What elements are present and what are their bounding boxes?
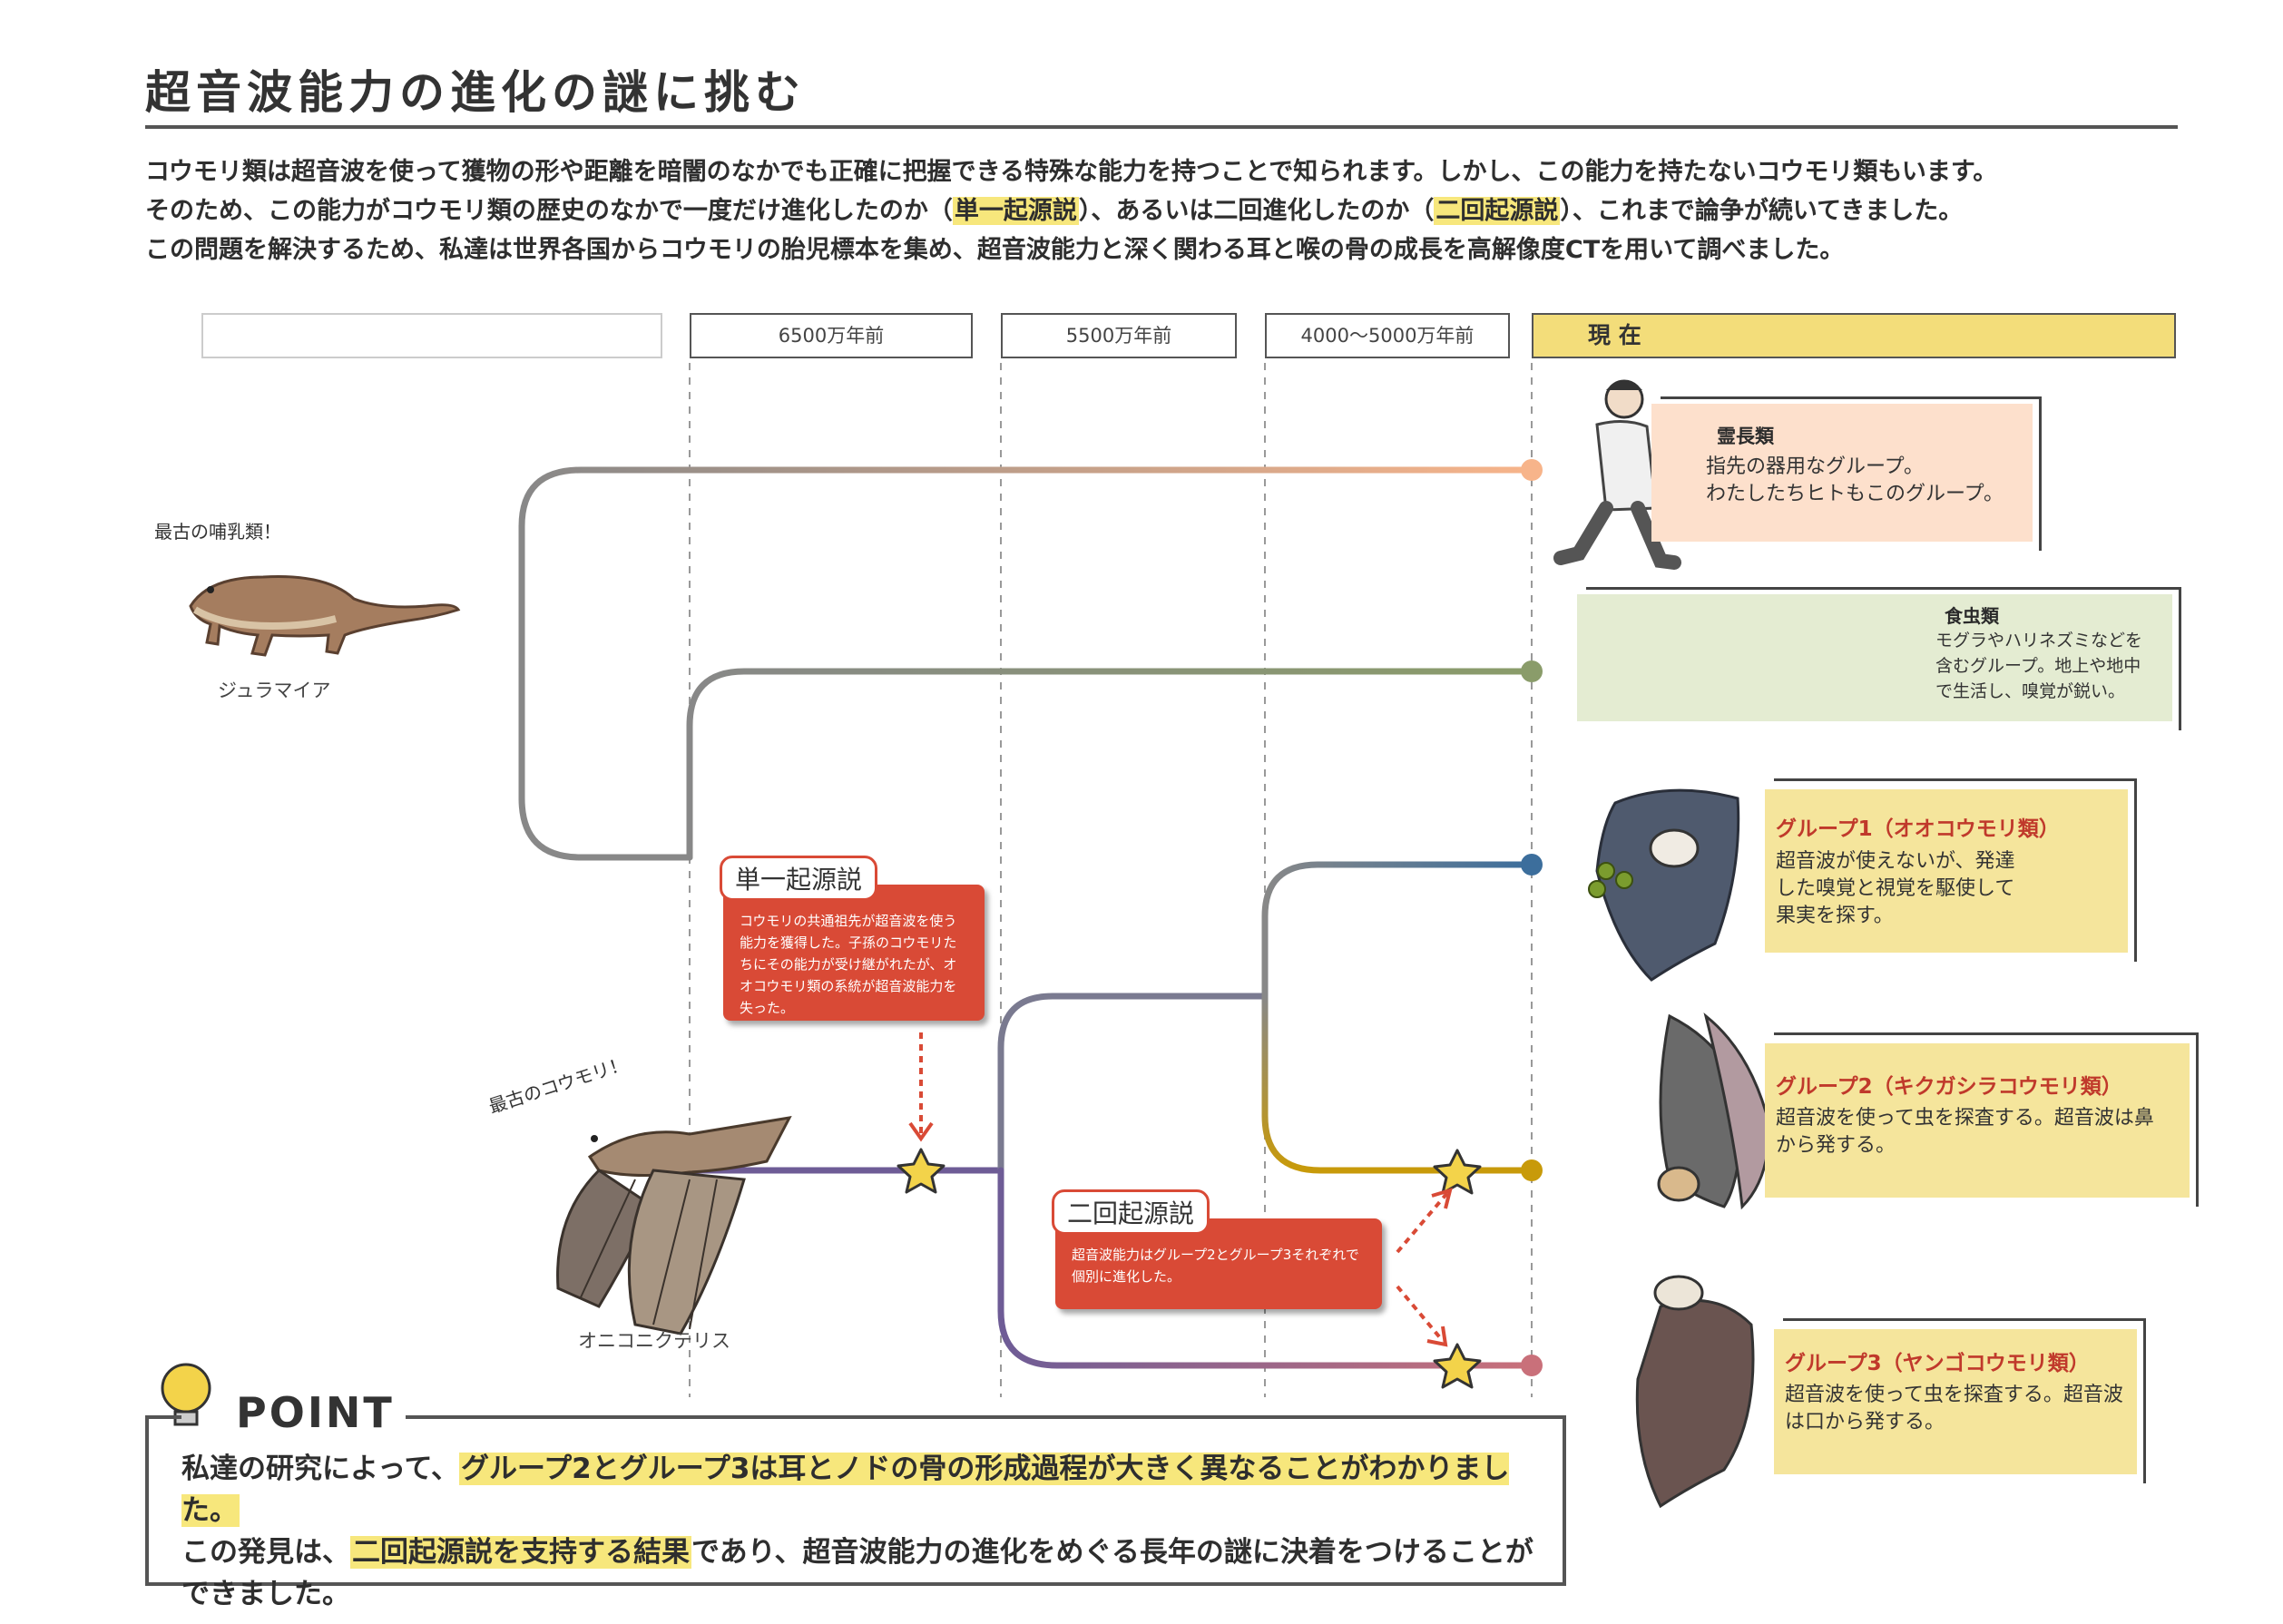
- point-line-1a: 私達の研究によって、: [181, 1453, 459, 1485]
- branch-lower: [518, 666, 693, 861]
- branch-insectivores: [686, 668, 1535, 861]
- card-primates: 霊長類 指先の器用なグループ。わたしたちヒトもこのグループ。: [1651, 396, 2042, 551]
- branch-g1: [1261, 861, 1535, 1000]
- primates-text-1: 指先の器用なグループ。: [1706, 455, 1925, 478]
- timeline-40-50mya: 4000～5000万年前: [1265, 313, 1510, 358]
- insectivores-text: モグラやハリネズミなどを含むグループ。地上や地中で生活し、嗅覚が鋭い。: [1935, 628, 2142, 704]
- single-origin-body: コウモリの共通祖先が超音波を使う能力を獲得した。子孫のコウモリたちにその能力が受…: [740, 913, 957, 1016]
- card-group3: グループ3（ヤンゴコウモリ類） 超音波を使って虫を探査する。超音波は口から発する…: [1774, 1318, 2146, 1483]
- intro-line-2: そのため、この能力がコウモリ類の歴史のなかで一度だけ進化したのか（単一起源説）、…: [145, 191, 2196, 230]
- branch-primates: [518, 466, 1535, 673]
- point-line-2: この発見は、二回起源説を支持する結果であり、超音波能力の進化をめぐる長年の謎に決…: [181, 1531, 1552, 1573]
- lightbulb-icon: [161, 1363, 211, 1426]
- g2-text-1: 超音波を使って虫を探査する。超音波は鼻: [1776, 1107, 2154, 1130]
- g1-title: グループ1（オオコウモリ類）: [1776, 817, 2060, 841]
- endpoint-g2: [1521, 1159, 1543, 1181]
- point-text: 私達の研究によって、グループ2とグループ3は耳とノドの骨の形成過程が大きく異なる…: [181, 1448, 1552, 1615]
- juramaia-label: ジュラマイア: [218, 680, 331, 701]
- primates-text-2: わたしたちヒトもこのグループ。: [1706, 483, 2004, 505]
- star-icon: [1433, 1149, 1482, 1195]
- branch-g2: [1261, 993, 1535, 1174]
- point-line-2b: であり、超音波能力の進化をめぐる長年の謎に決着をつけることが: [691, 1536, 1533, 1569]
- star-icon: [897, 1148, 946, 1194]
- point-line-2a: この発見は、: [181, 1536, 350, 1569]
- star-icon: [1433, 1343, 1482, 1389]
- g1-text-2: した嗅覚と視覚を駆使して: [1776, 877, 2015, 900]
- card-group2: グループ2（キクガシラコウモリ類） 超音波を使って虫を探査する。超音波は鼻から発…: [1765, 1032, 2199, 1207]
- intro-text: コウモリ類は超音波を使って獲物の形や距離を暗闇のなかでも正確に把握できる特殊な能…: [145, 152, 2196, 269]
- primates-text: 指先の器用なグループ。わたしたちヒトもこのグループ。: [1706, 454, 2004, 508]
- card-group1: グループ1（オオコウモリ類） 超音波が使えないが、発達した嗅覚と視覚を駆使して果…: [1765, 778, 2137, 962]
- human-illustration: [1553, 379, 1681, 570]
- point-line-3: できました。: [181, 1578, 350, 1610]
- g1-text-3: 果実を探す。: [1776, 905, 1894, 927]
- g1-text-1: 超音波が使えないが、発達: [1776, 850, 2015, 873]
- card-insectivores: 食虫類 モグラやハリネズミなどを含むグループ。地上や地中で生活し、嗅覚が鋭い。: [1577, 587, 2181, 730]
- intro-line-1: コウモリ類は超音波を使って獲物の形や距離を暗闇のなかでも正確に把握できる特殊な能…: [145, 158, 1998, 186]
- g1-text: 超音波が使えないが、発達した嗅覚と視覚を駆使して果実を探す。: [1776, 848, 2015, 930]
- g3-bat-illustration: [1635, 1275, 1755, 1509]
- g3-text-1: 超音波を使って虫を探査する。超音波: [1785, 1384, 2123, 1406]
- insectivores-text-1: モグラやハリネズミなどを: [1935, 631, 2143, 651]
- callout-double-origin: 二回起源説 超音波能力はグループ2とグループ3それぞれで個別に進化した。: [1052, 1189, 1382, 1309]
- double-origin-body: 超音波能力はグループ2とグループ3それぞれで個別に進化した。: [1072, 1247, 1359, 1285]
- onychonycteris-illustration: [556, 1116, 792, 1335]
- point-rule-left: [145, 1415, 181, 1419]
- title-rule: [145, 125, 2178, 129]
- endpoint-g1: [1521, 854, 1543, 876]
- page-title: 超音波能力の進化の謎に挑む: [145, 66, 806, 119]
- insectivores-text-3: で生活し、嗅覚が鋭い。: [1935, 681, 2126, 701]
- branch-g3: [997, 1167, 1535, 1369]
- g3-text-2: は口から発する。: [1785, 1411, 1945, 1433]
- insectivores-title: 食虫類: [1945, 605, 1999, 627]
- single-origin-tag: 単一起源説: [720, 856, 878, 901]
- juramaia-illustration: [189, 575, 461, 657]
- g3-title: グループ3（ヤンゴコウモリ類）: [1785, 1352, 2090, 1375]
- arrow-double-down: [1396, 1285, 1445, 1343]
- timeline-blank: [201, 313, 662, 358]
- insectivores-text-2: 含むグループ。地上や地中: [1935, 656, 2141, 676]
- g2-text-2: から発する。: [1776, 1134, 1896, 1157]
- branch-g1-g2-stem: [997, 993, 1269, 1174]
- g2-text: 超音波を使って虫を探査する。超音波は鼻から発する。: [1776, 1105, 2154, 1159]
- primates-title: 霊長類: [1717, 426, 1774, 447]
- onychonycteris-label: オニコニクテリス: [578, 1330, 730, 1352]
- intro-line-2c: ）、これまで論争が続いてきました。: [1560, 197, 1964, 225]
- point-box: [145, 1417, 1566, 1586]
- endpoint-g3: [1521, 1355, 1543, 1376]
- timeline-65mya: 6500万年前: [690, 313, 973, 358]
- g1-bat-illustration: [1588, 788, 1740, 982]
- timeline-55mya: 5500万年前: [1001, 313, 1237, 358]
- g2-bat-illustration: [1657, 1013, 1771, 1210]
- highlight-single-origin: 単一起源説: [952, 197, 1079, 225]
- point-line-1: 私達の研究によって、グループ2とグループ3は耳とノドの骨の形成過程が大きく異なる…: [181, 1448, 1552, 1531]
- callout-single-origin: 単一起源説 コウモリの共通祖先が超音波を使う能力を獲得した。子孫のコウモリたちに…: [720, 856, 985, 1021]
- endpoint-insectivores: [1521, 660, 1543, 682]
- g2-title: グループ2（キクガシラコウモリ類）: [1776, 1075, 2122, 1099]
- mammal-note: 最古の哺乳類！: [154, 521, 281, 543]
- intro-line-2b: ）、あるいは二回進化したのか（: [1078, 197, 1435, 225]
- timeline-present: 現 在: [1532, 313, 2176, 358]
- endpoint-primates: [1521, 459, 1543, 481]
- double-origin-tag: 二回起源説: [1052, 1189, 1210, 1235]
- highlight-double-origin: 二回起源説: [1434, 197, 1561, 225]
- point-rule: [399, 1415, 1566, 1419]
- point-label: POINT: [225, 1388, 406, 1437]
- arrow-double-up: [1396, 1191, 1449, 1254]
- point-highlight-2: 二回起源説を支持する結果: [350, 1536, 691, 1569]
- intro-line-3: この問題を解決するため、私達は世界各国からコウモリの胎児標本を集め、超音波能力と…: [145, 236, 1845, 264]
- intro-line-2a: そのため、この能力がコウモリ類の歴史のなかで一度だけ進化したのか（: [145, 197, 953, 225]
- g3-text: 超音波を使って虫を探査する。超音波は口から発する。: [1785, 1382, 2123, 1436]
